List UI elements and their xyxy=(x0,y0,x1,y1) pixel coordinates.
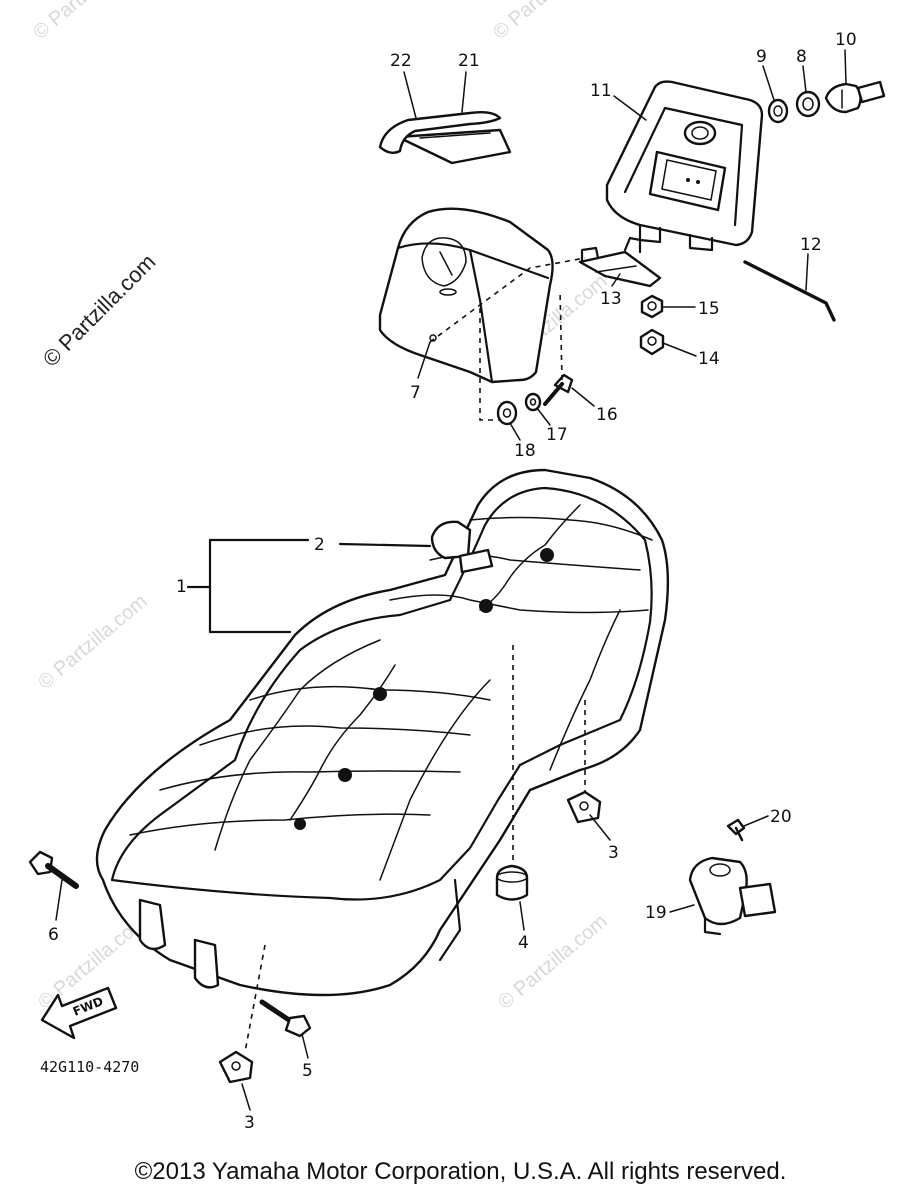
part-rod xyxy=(743,260,836,322)
part-damper xyxy=(495,864,529,901)
callout-22: 22 xyxy=(390,51,412,71)
callout-8: 8 xyxy=(796,47,807,67)
callout-4: 4 xyxy=(518,933,529,953)
part-nuts xyxy=(639,294,665,356)
callout-13: 13 xyxy=(600,289,622,309)
callout-19: 19 xyxy=(645,903,667,923)
watermark-faint: © Partzilla.com xyxy=(494,910,611,1013)
callout-16: 16 xyxy=(596,405,618,425)
part-seat-strap xyxy=(430,520,494,574)
callout-3-right: 3 xyxy=(608,843,619,863)
callout-10: 10 xyxy=(835,30,857,50)
copyright-notice: ©2013 Yamaha Motor Corporation, U.S.A. A… xyxy=(134,1158,787,1185)
callout-3-bottom: 3 xyxy=(244,1113,255,1133)
part-cover xyxy=(378,207,554,384)
callout-14: 14 xyxy=(698,349,720,369)
seat-exploded-diagram: © Partzilla.com © Partzilla.com © Partzi… xyxy=(28,0,886,1133)
callout-12: 12 xyxy=(800,235,822,255)
part-seat-lock xyxy=(688,818,777,936)
watermark-main: © Partzilla.com xyxy=(38,249,161,372)
part-rear-box xyxy=(605,80,764,252)
callout-18: 18 xyxy=(514,441,536,461)
diagram-code: 42G110-4270 xyxy=(40,1058,139,1076)
callout-6: 6 xyxy=(48,925,59,945)
watermark-faint: © Partzilla.com xyxy=(34,590,151,693)
callout-20: 20 xyxy=(770,807,792,827)
part-seat xyxy=(95,468,670,997)
watermark-faint: © Partzilla.com xyxy=(489,0,606,44)
part-clip xyxy=(218,790,602,1084)
part-bracket xyxy=(578,236,662,288)
callout-11: 11 xyxy=(590,81,612,101)
callout-9: 9 xyxy=(756,47,767,67)
part-bolt-5 xyxy=(259,999,312,1038)
callout-15: 15 xyxy=(698,299,720,319)
callout-21: 21 xyxy=(458,51,480,71)
callout-1: 1 xyxy=(176,577,187,597)
watermark-faint: © Partzilla.com xyxy=(29,0,146,44)
callout-2: 2 xyxy=(314,535,325,555)
callout-5: 5 xyxy=(302,1061,313,1081)
part-strap-and-plate xyxy=(378,110,512,165)
callout-17: 17 xyxy=(546,425,568,445)
callout-7: 7 xyxy=(410,383,421,403)
part-fasteners xyxy=(496,373,574,426)
part-lock-set xyxy=(767,80,886,124)
part-bolt-6 xyxy=(28,850,79,889)
leader-lines xyxy=(55,49,847,1111)
callout-numbers: 22 21 11 9 8 10 12 13 15 14 16 17 18 7 2… xyxy=(48,30,857,1133)
